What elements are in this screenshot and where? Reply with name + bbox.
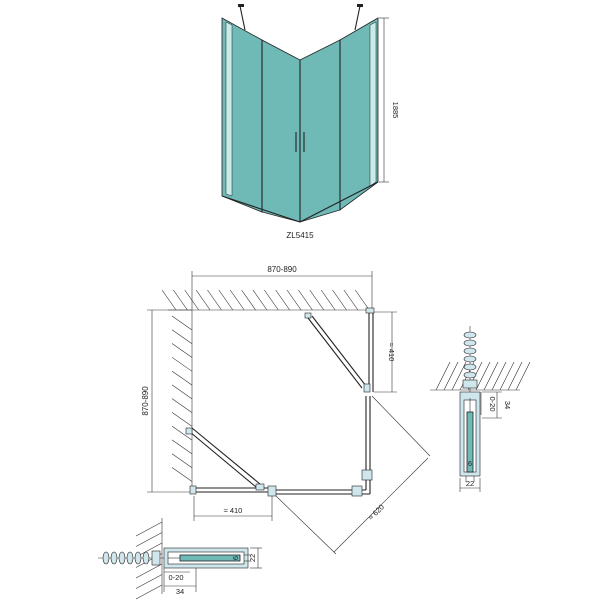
- detail-right-adjust: 0-20: [488, 396, 497, 411]
- hatch-line: [320, 289, 336, 311]
- hatch-line: [309, 289, 325, 311]
- left-edge-strip: [225, 21, 233, 197]
- hatch-line: [475, 361, 491, 391]
- top-wall-hatch: [161, 289, 370, 311]
- detail-right: 0-20 34 6 22: [430, 326, 531, 492]
- isometric-view: 1885 ZL5415: [221, 4, 400, 240]
- hatch-line: [161, 289, 177, 311]
- hatch-line: [241, 289, 256, 311]
- hatch-line: [264, 289, 279, 311]
- hatch-line: [507, 361, 523, 391]
- hatch-line: [171, 439, 193, 455]
- hatch-line: [491, 361, 507, 391]
- hatch-line: [355, 289, 370, 311]
- hatch-line: [252, 289, 268, 311]
- detail-right-width: 22: [466, 479, 474, 488]
- detail-bottom-depth: 34: [176, 587, 184, 596]
- hatch-line: [171, 315, 193, 331]
- hatch-line: [135, 574, 163, 589]
- hatch-line: [135, 584, 163, 600]
- left-wall-mount: [238, 4, 244, 7]
- hatch-line: [135, 563, 163, 579]
- hatch-line: [275, 289, 290, 311]
- detail-right-depth: 34: [503, 401, 512, 409]
- hatch-line: [135, 532, 163, 547]
- hatch-line: [173, 289, 188, 311]
- hatch-line: [207, 289, 222, 311]
- left-stabiliser-bar: [239, 5, 246, 31]
- plan-view: 870-890 870-890 ≈: [141, 265, 431, 555]
- hatch-line: [171, 398, 193, 413]
- hatch-line: [451, 361, 467, 391]
- left-wall-hatch: [171, 315, 193, 482]
- hatch-line: [435, 361, 451, 391]
- diagonal-label: ≈ 620: [366, 502, 386, 522]
- right-door-swing: [311, 315, 367, 387]
- hatch-line: [135, 521, 163, 537]
- left-door-swing: [189, 431, 257, 488]
- model-code: ZL5415: [286, 231, 314, 240]
- hatch-line: [286, 289, 302, 311]
- hatch-line: [171, 412, 193, 427]
- depth-label: 870-890: [141, 386, 150, 416]
- hatch-line: [218, 289, 234, 311]
- hatch-line: [229, 289, 245, 311]
- left-door-panel: [261, 39, 301, 223]
- hatch-line: [171, 467, 193, 482]
- detail-bottom-adjust: 0-20: [168, 573, 183, 582]
- detail-bottom-glass: 6: [231, 556, 240, 560]
- hatch-line: [483, 361, 499, 391]
- width-label: 870-890: [267, 265, 297, 274]
- right-wall-mount: [357, 4, 363, 7]
- hatch-line: [298, 289, 313, 311]
- hatch-line: [515, 361, 531, 391]
- anchor-screw-bottom: [98, 550, 164, 566]
- left-hinge: [255, 483, 265, 491]
- hatch-line: [499, 361, 515, 391]
- detail-right-hatch: [435, 361, 531, 391]
- hatch-line: [171, 343, 193, 358]
- right-stabiliser-bar: [354, 5, 361, 31]
- hatch-line: [171, 453, 193, 468]
- hatch-line: [171, 384, 193, 400]
- right-edge-strip: [369, 21, 377, 187]
- right-door-panel: [299, 39, 341, 223]
- detail-bottom: 22 6 0-20 34: [98, 518, 262, 600]
- corner-magnet: [351, 485, 363, 497]
- detail-bottom-height: 22: [248, 554, 257, 562]
- hatch-line: [171, 370, 193, 386]
- hatch-line: [171, 425, 193, 441]
- hatch-line: [332, 289, 347, 311]
- hatch-line: [443, 361, 459, 391]
- hatch-line: [195, 289, 211, 311]
- hatch-line: [171, 357, 193, 372]
- hatch-line: [171, 329, 193, 345]
- anchor-screw-right: [462, 326, 478, 392]
- diagonal-dimension-line: [333, 457, 429, 553]
- detail-right-glass: 6: [468, 459, 472, 468]
- height-label: 1885: [391, 102, 400, 119]
- right-hinge: [363, 383, 371, 393]
- detail-bottom-hatch: [135, 521, 163, 600]
- hatch-line: [343, 289, 359, 311]
- right-door-label: ≈ 410: [387, 343, 396, 362]
- left-door-label: ≈ 410: [224, 506, 243, 515]
